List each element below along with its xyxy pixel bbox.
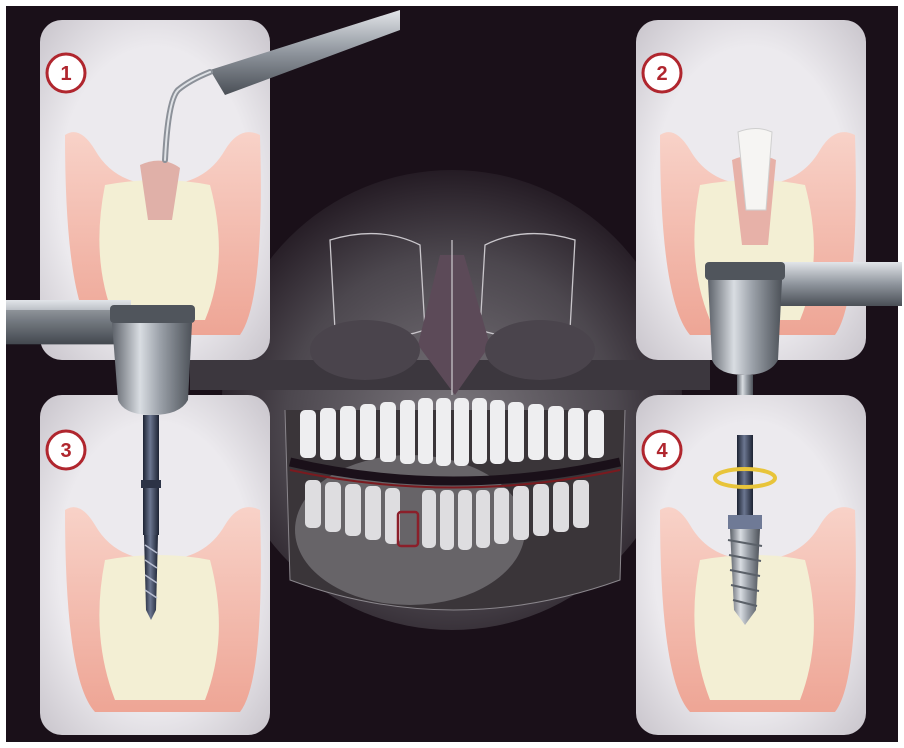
step-2-number: 2 xyxy=(656,63,667,85)
step-3-number: 3 xyxy=(60,440,71,462)
step-4-number: 4 xyxy=(656,440,668,462)
step-1-number: 1 xyxy=(60,63,71,85)
step-4-panel: 4 xyxy=(636,395,866,735)
